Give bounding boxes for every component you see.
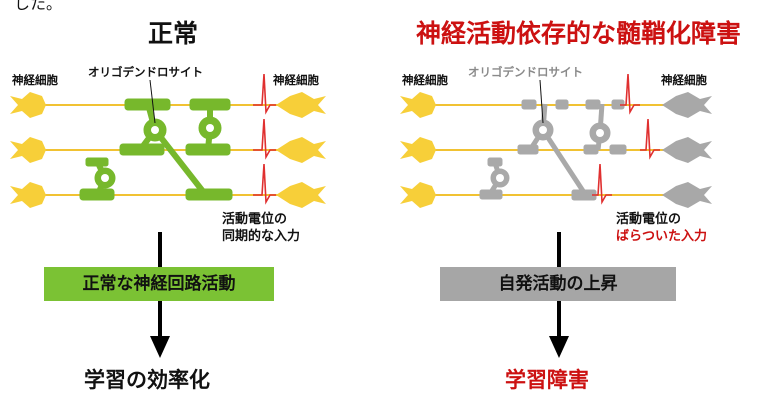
left-oligo-pointer	[149, 79, 156, 124]
neuron-shape	[400, 137, 436, 163]
right-neuron-label-input: 神経細胞	[402, 73, 448, 87]
right-output-neurons	[662, 92, 712, 208]
left-oligodendrocyte-label: オリゴデンドロサイト	[88, 65, 203, 79]
left-panel-title: 正常	[148, 19, 199, 48]
left-action-potential-label: 活動電位の 同期的な入力	[222, 211, 300, 245]
left-result-text: 学習の効率化	[84, 368, 210, 392]
right-result-text: 学習障害	[505, 368, 589, 392]
right-input-neurons	[400, 92, 436, 208]
left-neuron-label-input: 神経細胞	[12, 73, 58, 87]
left-input-neurons	[10, 92, 46, 208]
right-neuron-label-output: 神経細胞	[661, 73, 707, 87]
neuron-shape	[400, 182, 436, 208]
left-neuron-label-output: 神経細胞	[273, 73, 319, 87]
neuron-shape	[10, 92, 46, 118]
neuron-shape	[662, 182, 712, 208]
left-output-neurons	[276, 92, 326, 208]
neuron-shape	[276, 137, 326, 163]
neuron-shape	[10, 137, 46, 163]
left-action-potentials	[253, 73, 276, 205]
right-action-potentials	[592, 73, 660, 205]
neuron-shape	[10, 182, 46, 208]
right-outcome-box: 自発活動の上昇	[440, 267, 676, 301]
neuron-shape	[400, 92, 436, 118]
left-ap-line1: 活動電位の	[222, 212, 288, 227]
right-panel-diagram	[400, 73, 712, 358]
right-oligodendrocyte-label: オリゴデンドロサイト	[468, 65, 583, 79]
neuron-shape	[662, 92, 712, 118]
left-panel-diagram	[10, 73, 326, 358]
right-oligo-pointer	[539, 79, 544, 124]
right-action-potential-label: 活動電位の ばらついた入力	[616, 211, 707, 245]
left-outcome-box: 正常な神経回路活動	[44, 267, 274, 301]
neuron-shape	[276, 182, 326, 208]
neuron-shape	[662, 137, 712, 163]
left-ap-line2: 同期的な入力	[222, 229, 301, 244]
neuron-shape	[276, 92, 326, 118]
top-text-fragment: した。	[14, 0, 63, 13]
right-ap-line1: 活動電位の	[616, 212, 682, 227]
right-ap-line2: ばらついた入力	[616, 229, 708, 244]
right-panel-title: 神経活動依存的な髄鞘化障害	[416, 19, 742, 48]
